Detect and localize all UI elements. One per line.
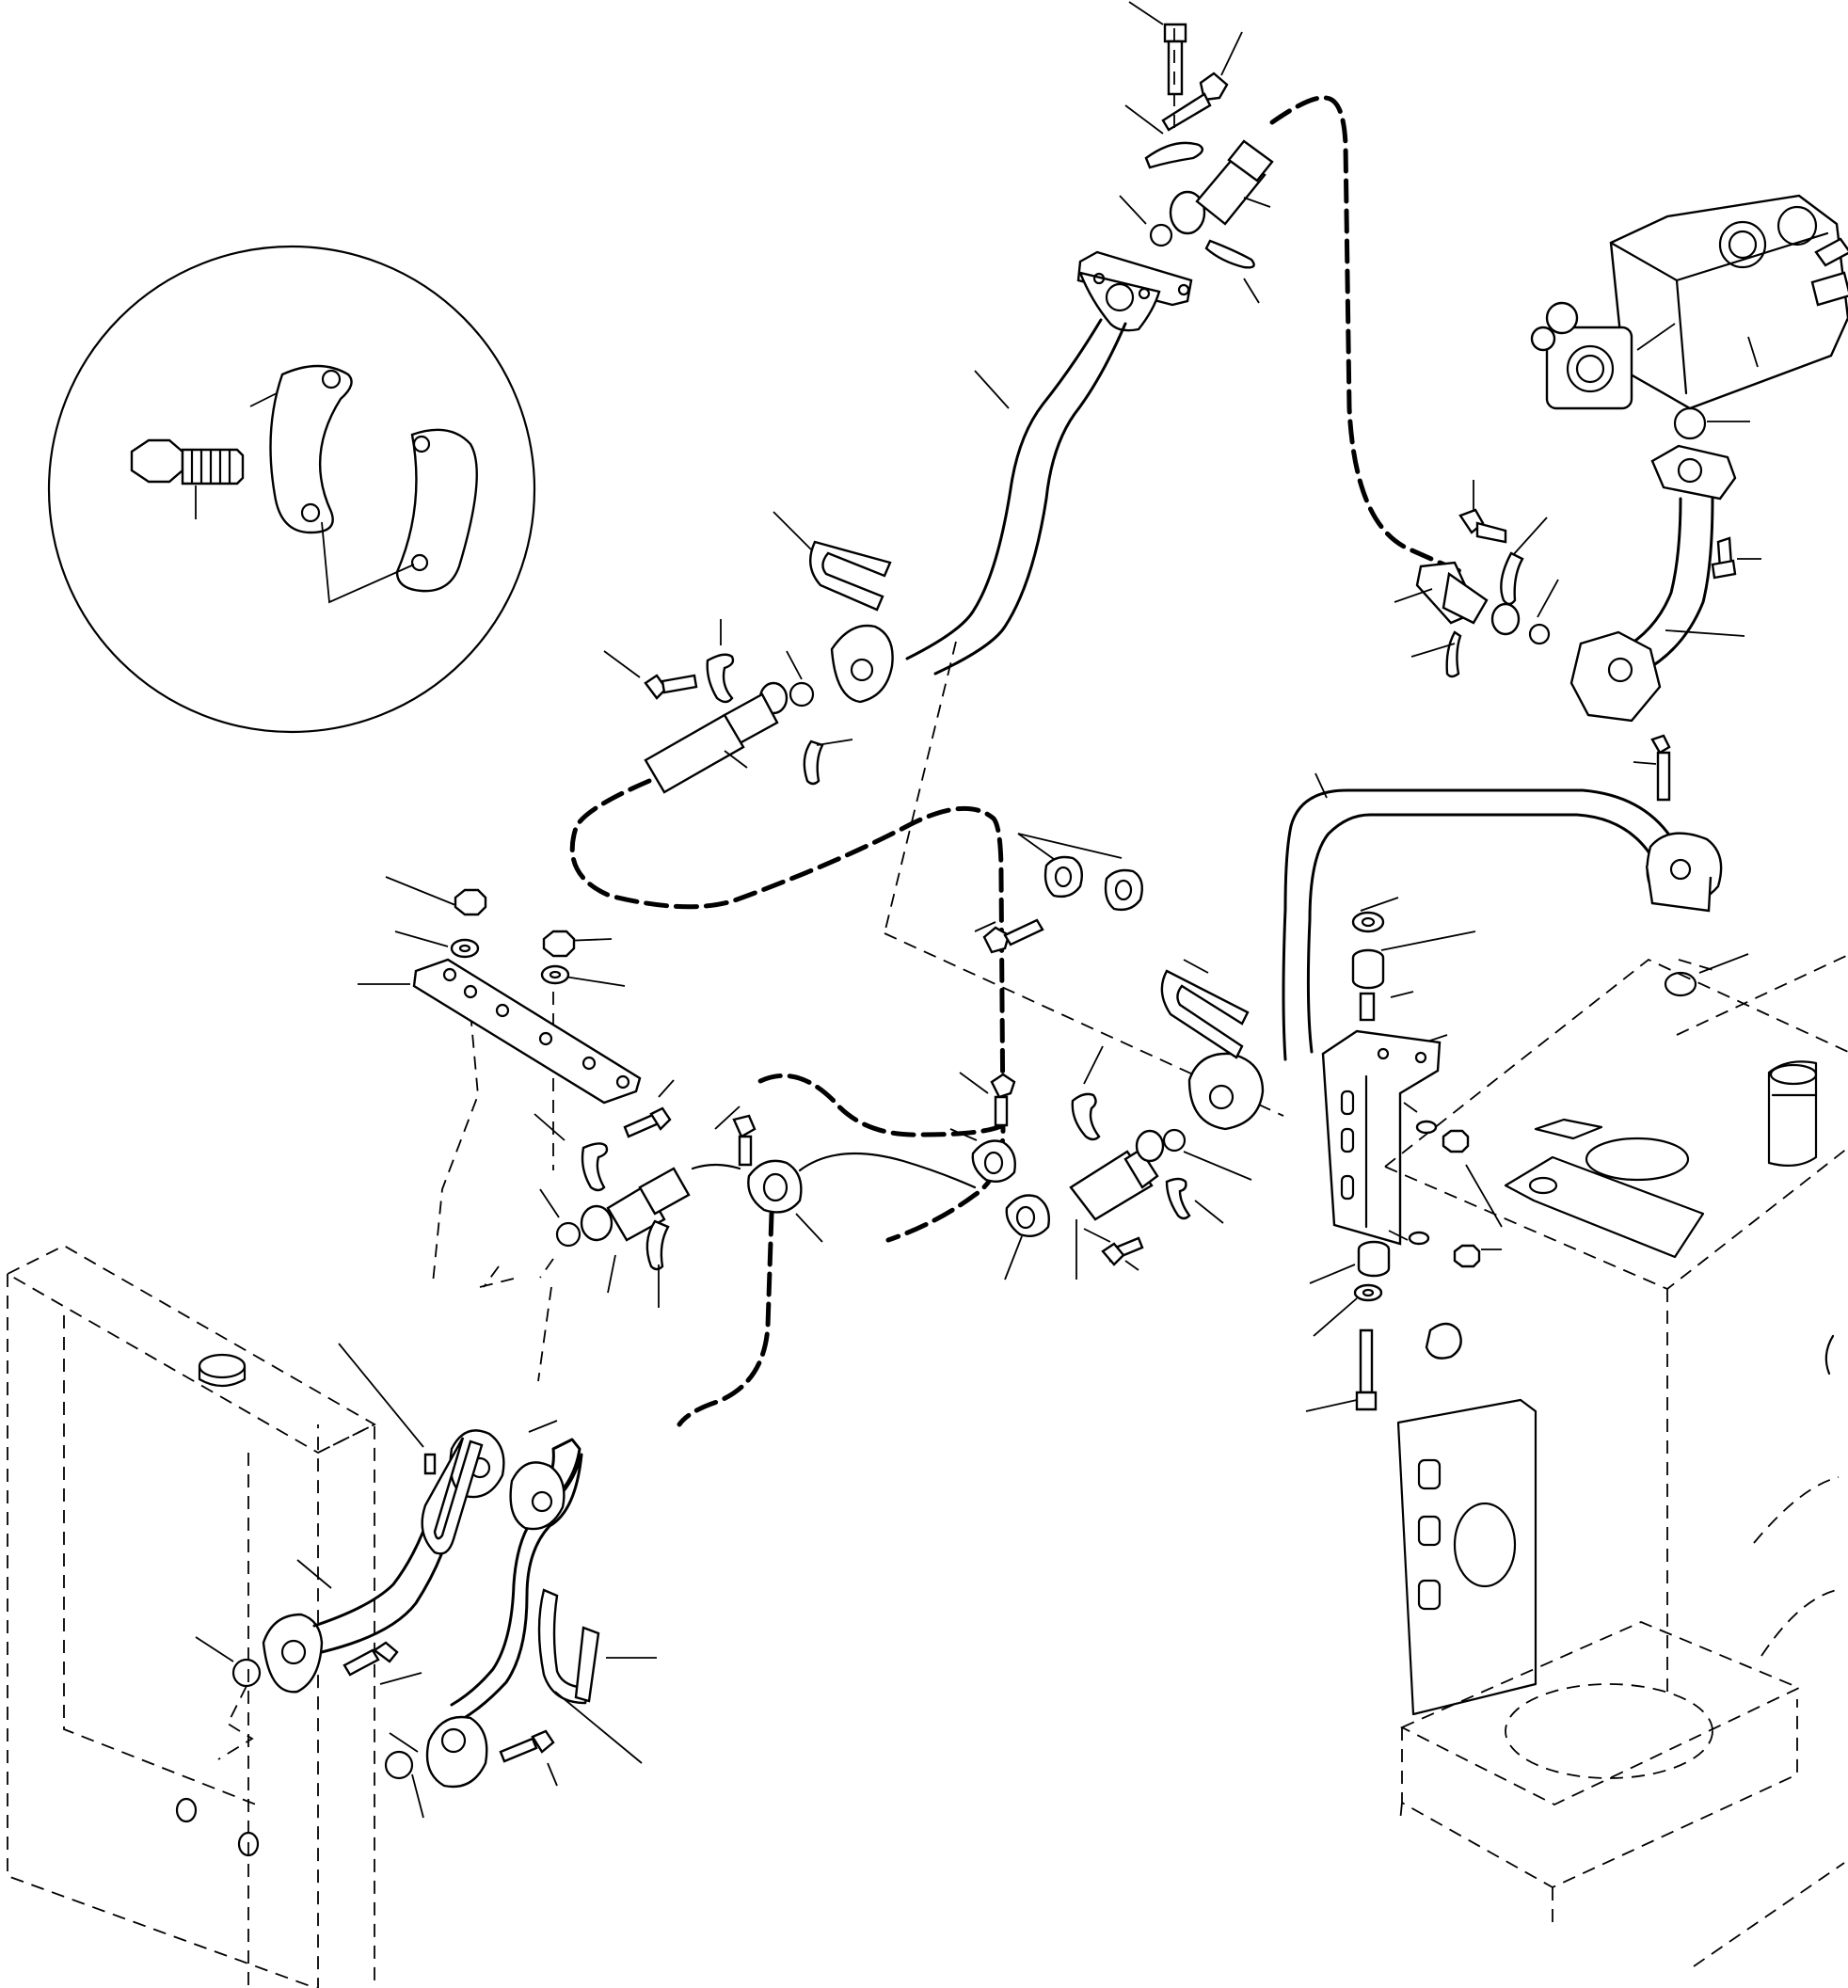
flange-clamp-half-icon	[269, 364, 353, 534]
washer-icon	[450, 938, 480, 959]
o-ring-icon	[1673, 406, 1707, 440]
bolt-icon	[990, 1073, 1016, 1127]
transmission-housing	[1384, 953, 1848, 1967]
o-ring-icon	[1528, 623, 1551, 645]
hose-clamp-group	[974, 833, 1143, 954]
washer-icon	[540, 964, 570, 985]
hose-fitting-icon	[1169, 139, 1274, 235]
o-ring-icon	[231, 1658, 262, 1688]
flange-clamp-half-icon	[1445, 630, 1462, 678]
center-fitting-group	[949, 1045, 1252, 1280]
left-fitting-group	[534, 1079, 977, 1427]
radiator-cooler-outline	[6, 1244, 376, 1988]
flange-clamp-half-icon	[1071, 1092, 1101, 1141]
nut-icon	[542, 930, 576, 958]
flange-clamp-half-icon	[1500, 551, 1524, 606]
bolt-icon	[1355, 1328, 1378, 1411]
u-bolt-icon	[1160, 969, 1250, 1059]
clip-icon	[1043, 855, 1083, 899]
bolt-icon	[1101, 1236, 1144, 1266]
valve-elbow-tube	[1569, 406, 1761, 723]
bolt-icon	[1650, 734, 1671, 802]
clip-icon	[971, 1139, 1016, 1183]
flange-clamp-half-icon	[581, 1142, 609, 1192]
flange-clamp-half-icon	[645, 1219, 670, 1271]
bolt-icon	[130, 438, 245, 485]
flange-clamp-half-icon	[803, 740, 824, 786]
clip-icon	[747, 1159, 803, 1214]
assembly-centerlines	[432, 28, 1284, 1382]
nut-icon	[454, 888, 487, 916]
nut-icon	[1442, 1129, 1470, 1153]
hose-fitting-icon	[1415, 561, 1521, 636]
cooler-tubes-with-u-bolts	[195, 1343, 657, 1819]
flange-clamp-half-icon	[395, 428, 478, 593]
upper-tube-with-flange	[905, 250, 1193, 676]
u-bolt-icon	[809, 540, 892, 612]
o-ring-icon	[789, 681, 815, 708]
washer-icon	[1351, 911, 1385, 933]
bolt-icon	[1163, 23, 1187, 96]
washer-icon	[1415, 1120, 1438, 1135]
flange-clamp-half-icon	[1165, 1177, 1191, 1220]
bushing-icon	[1357, 1240, 1391, 1278]
upper-hose-assembly	[1269, 95, 1559, 678]
u-bolt-icon	[421, 1437, 484, 1555]
bolt-icon	[644, 674, 698, 700]
bolt-icon	[343, 1641, 399, 1677]
hose-fitting-icon	[644, 681, 789, 794]
upper-fitting-group	[1119, 1, 1274, 304]
bolt-icon	[1458, 508, 1507, 544]
clip-icon	[1425, 1322, 1462, 1360]
bolt-icon	[423, 1453, 437, 1475]
bolt-icon	[623, 1106, 672, 1138]
detail-circle-split-flange-clamp	[47, 245, 536, 734]
o-ring-icon	[1162, 1128, 1187, 1153]
bolt-icon	[499, 1729, 555, 1763]
hose-fitting-icon	[1069, 1129, 1165, 1221]
washer-icon	[1408, 1231, 1430, 1246]
bushing-icon	[1351, 948, 1385, 990]
control-valve	[1530, 194, 1848, 410]
nut-icon	[1453, 1244, 1481, 1268]
flange-clamp-half-icon	[706, 653, 735, 704]
clip-icon	[1005, 1194, 1050, 1237]
hose-fitting-icon	[580, 1167, 691, 1242]
clip-icon	[1104, 868, 1143, 912]
mounting-plate	[358, 876, 642, 1105]
bolt-icon	[1711, 536, 1737, 580]
flange-clamp-half-icon	[1204, 239, 1255, 269]
u-bolt-icon	[537, 1588, 600, 1705]
o-ring-icon	[555, 1221, 581, 1248]
o-ring-icon	[1149, 223, 1173, 247]
bolt-icon	[732, 1114, 757, 1167]
washer-icon	[1353, 1283, 1383, 1302]
bracket-with-bushings	[1305, 897, 1503, 1412]
flange-clamp-half-icon	[1144, 141, 1204, 169]
o-ring-icon	[384, 1750, 414, 1780]
lower-hose-assembly	[569, 511, 1006, 1243]
bolt-icon	[982, 918, 1044, 954]
right-steel-tube	[1160, 734, 1723, 1131]
